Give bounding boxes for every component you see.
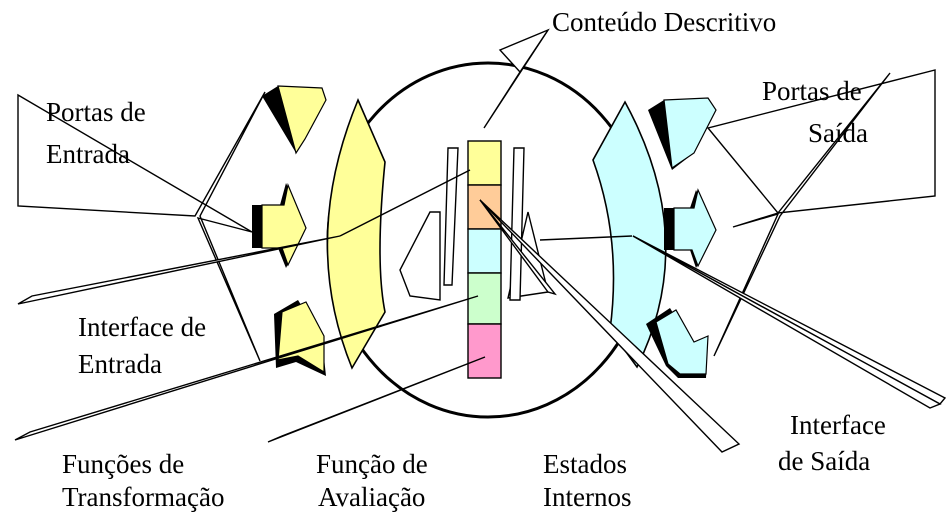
internal-state-3: [467, 228, 502, 274]
callout-transform-functions: [14, 295, 479, 441]
label-evaluation-function-line1: Função de: [316, 449, 428, 479]
callout-descriptive-content-2: [498, 28, 550, 74]
callout-evaluation-function: [267, 356, 486, 443]
input-interface-shape: [326, 97, 386, 370]
input-port-middle: [252, 182, 307, 268]
label-transform-functions-line2: Transformação: [62, 482, 224, 512]
internal-state-1: [467, 140, 502, 186]
label-input-interface-line2: Entrada: [78, 349, 162, 379]
connector-line-2: [539, 235, 633, 241]
internal-state-4: [467, 272, 502, 325]
label-transform-functions-line1: Funções de: [62, 449, 184, 479]
label-output-interface-line2: de Saída: [778, 446, 870, 476]
callout-internal-states: [479, 199, 741, 453]
output-port-middle: [664, 188, 717, 268]
label-output-ports-line1: Portas de: [762, 76, 862, 106]
callout-output-ports: [706, 69, 936, 357]
callout-internal-states-b: [479, 199, 557, 296]
label-input-ports-line1: Portas de: [46, 97, 146, 127]
label-input-ports-line2: Entrada: [46, 139, 130, 169]
label-evaluation-function-line2: Avaliação: [318, 482, 425, 512]
label-descriptive-content: Conteúdo Descritivo: [552, 7, 776, 37]
output-interface-shape: [592, 100, 667, 369]
connector-line-1: [339, 169, 471, 237]
input-port-bottom: [274, 300, 326, 376]
evaluation-wedge-left: [399, 211, 441, 301]
label-internal-states-line1: Estados: [543, 449, 627, 479]
evaluation-bar-left: [443, 147, 459, 286]
output-port-bottom: [646, 308, 709, 378]
callout-output-interface-b: [632, 235, 942, 409]
input-port-top: [262, 85, 327, 155]
label-output-ports-line2: Saída: [808, 118, 868, 148]
callout-input-interface: [17, 235, 341, 305]
evaluation-bar-right: [509, 147, 525, 301]
internal-state-5: [467, 323, 502, 379]
label-internal-states-line2: Internos: [543, 482, 631, 512]
label-output-interface-line1: Interface: [790, 410, 886, 440]
label-input-interface-line1: Interface de: [78, 312, 206, 342]
callout-input-ports: [17, 91, 266, 362]
output-port-top: [648, 97, 717, 170]
